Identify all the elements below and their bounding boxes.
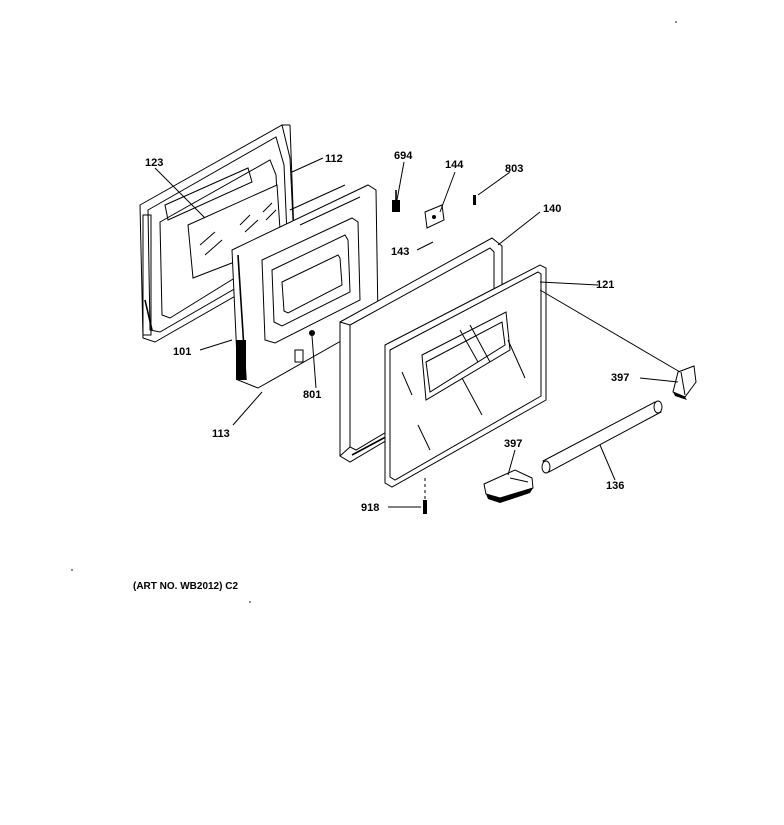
hinge-bracket [424, 204, 445, 229]
label-801: 801 [303, 389, 321, 401]
screw-918 [423, 478, 427, 514]
label-113: 113 [212, 428, 230, 440]
label-397-right: 397 [611, 372, 629, 384]
label-112: 112 [325, 153, 343, 165]
label-397-left: 397 [504, 438, 522, 450]
handle-end-cap-right [672, 365, 697, 400]
label-803: 803 [505, 163, 523, 175]
door-handle [541, 400, 663, 474]
front-glass-panel [384, 264, 547, 488]
label-101: 101 [173, 346, 191, 358]
label-140: 140 [543, 203, 561, 215]
handle-end-cap-left [483, 469, 534, 503]
label-123: 123 [145, 157, 163, 169]
label-144: 144 [445, 159, 464, 171]
label-121: 121 [596, 279, 614, 291]
screw-803 [473, 195, 476, 205]
label-143: 143 [391, 246, 409, 258]
screw-801 [309, 330, 315, 336]
label-918: 918 [361, 502, 379, 514]
art-number: (ART NO. WB2012) C2 [133, 581, 238, 592]
shoulder-screw [392, 190, 400, 212]
leader-lines [154, 157, 681, 508]
part-labels: 123 112 694 144 803 140 143 121 101 801 … [133, 150, 629, 592]
label-694: 694 [394, 150, 413, 162]
label-136: 136 [606, 480, 624, 492]
